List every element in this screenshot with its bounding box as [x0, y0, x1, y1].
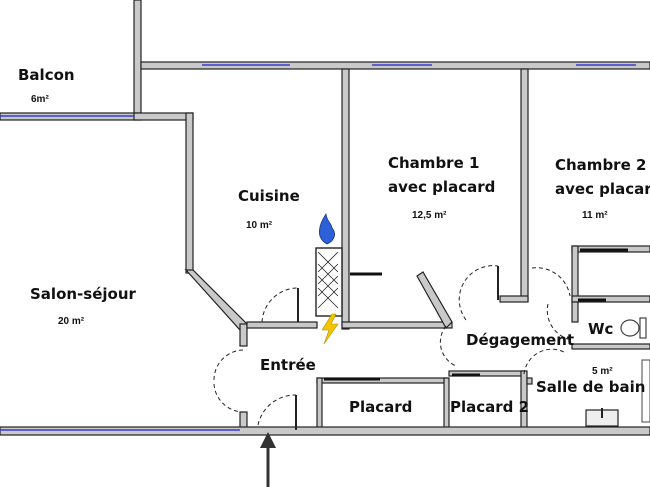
- label-chambre1-line2: avec placard: [388, 178, 495, 196]
- toilet-icon: [620, 317, 647, 339]
- wall-wc-left: [571, 245, 579, 301]
- entrance-arrow-icon: [260, 432, 276, 487]
- wall-chambre1-bottom: [341, 321, 453, 329]
- placard-bars: [324, 248, 628, 381]
- area-balcon: 6m²: [31, 94, 49, 105]
- gas-flame-icon: [318, 212, 335, 245]
- label-chambre1-line1: Chambre 1: [388, 154, 479, 172]
- label-balcon: Balcon: [18, 66, 75, 84]
- label-sdb: Salle de bain: [536, 378, 645, 396]
- door-salon-arc2: [213, 383, 244, 413]
- label-chambre2-line2: avec placard: [555, 180, 650, 198]
- wall-entree-top: [246, 321, 318, 329]
- wall-chambre1-bottom-right: [499, 295, 529, 303]
- area-sdb: 5 m²: [592, 366, 613, 377]
- area-chambre1: 12,5 m²: [412, 210, 447, 221]
- windows: [0, 64, 636, 431]
- wall-salon-cuisine: [185, 112, 194, 274]
- area-cuisine: 10 m²: [246, 220, 273, 231]
- electric-bolt-icon: [321, 313, 339, 345]
- wall-entree-left: [239, 323, 248, 347]
- door-sdb-arc: [523, 348, 565, 375]
- door-chambre2-arc: [531, 267, 571, 297]
- bathtub-icon: [641, 359, 650, 423]
- label-placard: Placard: [349, 398, 412, 416]
- label-entree: Entrée: [260, 356, 316, 374]
- wall-salon-top: [133, 112, 194, 121]
- wall-wc-bottom: [571, 295, 650, 303]
- door-wc-arc: [546, 303, 573, 341]
- door-salon-arc: [213, 349, 244, 381]
- wall-balcon-right: [133, 0, 142, 119]
- door-degagement-arc: [439, 325, 457, 367]
- label-placard2: Placard 2: [450, 398, 529, 416]
- wall-chambre1-diagonal: [416, 271, 453, 329]
- wall-bottom: [0, 426, 650, 436]
- doors: [213, 265, 573, 430]
- wall-sdb-left: [526, 377, 533, 385]
- wall-wc-inner: [571, 301, 579, 323]
- door-cuisine-arc: [261, 287, 299, 323]
- wall-placard-left: [316, 377, 323, 429]
- label-degagement: Dégagement: [466, 331, 574, 349]
- walls: [0, 0, 650, 436]
- area-salon: 20 m²: [58, 316, 85, 327]
- duct-hatch: [317, 251, 339, 309]
- label-cuisine: Cuisine: [238, 187, 300, 205]
- wall-cuisine-chambre1: [341, 68, 350, 330]
- wall-wc-sdb: [571, 343, 650, 350]
- label-chambre2-line1: Chambre 2: [555, 156, 646, 174]
- wall-cuisine-diagonal: [184, 269, 248, 331]
- wall-chambre1-chambre2: [520, 68, 529, 302]
- door-chambre1-arc: [458, 265, 499, 321]
- label-wc: Wc: [588, 320, 613, 338]
- wall-placard-mid: [443, 377, 450, 429]
- door-entree-arc: [257, 394, 297, 426]
- sink-icon: [585, 408, 619, 427]
- area-chambre2: 11 m²: [582, 210, 608, 221]
- label-salon: Salon-séjour: [30, 285, 137, 303]
